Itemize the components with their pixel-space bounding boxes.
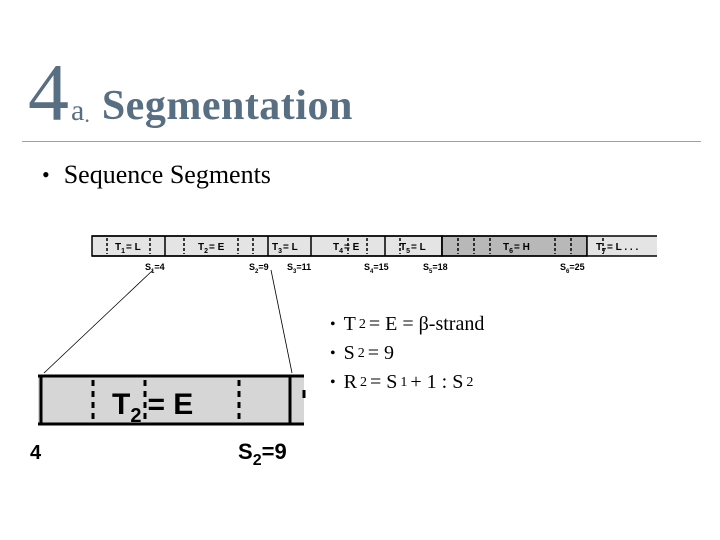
- s-label-s5: S5=18: [423, 262, 448, 275]
- zoom-s-label: S2=9: [238, 439, 287, 469]
- title-divider: [22, 141, 701, 142]
- s-label-s6: S6=25: [560, 262, 585, 275]
- s-label-s4: S4=15: [364, 262, 389, 275]
- strip-label-t5: T5= L: [400, 242, 426, 255]
- s-label-s3: S3=11: [287, 262, 311, 275]
- bullet-text: Sequence Segments: [63, 160, 271, 189]
- zoom-left-fragment: 4: [30, 442, 42, 464]
- title-text: Segmentation: [101, 83, 353, 129]
- zoomed-strip: T2= E S2=9 4: [30, 374, 306, 469]
- main-bullet: • Sequence Segments: [42, 160, 271, 190]
- section-letter: a: [71, 94, 85, 127]
- strip-label-t3: T3= L: [272, 242, 298, 255]
- strip-label-t1: T1= L: [115, 242, 141, 255]
- bullet-mark: •: [42, 162, 50, 187]
- strip-label-t2: T2= E: [198, 242, 225, 255]
- zoom-guides: [43, 269, 293, 374]
- s-label-s2: S2=9: [249, 262, 269, 275]
- s-label-s1: S1=4: [145, 262, 165, 275]
- sequence-strip: T1= L T2= E T3= L T4= E T5= L T6= H T7= …: [91, 235, 657, 275]
- section-dot: .: [84, 102, 90, 127]
- strip-label-t6: T6= H: [503, 242, 530, 255]
- slide-title: 4 a . Segmentation: [28, 44, 353, 134]
- strip-label-t4: T4= E: [333, 242, 360, 255]
- strip-label-t7: T7= L . . .: [596, 242, 638, 255]
- zoom-label-t2: T2= E: [112, 388, 193, 427]
- section-number: 4: [28, 47, 69, 138]
